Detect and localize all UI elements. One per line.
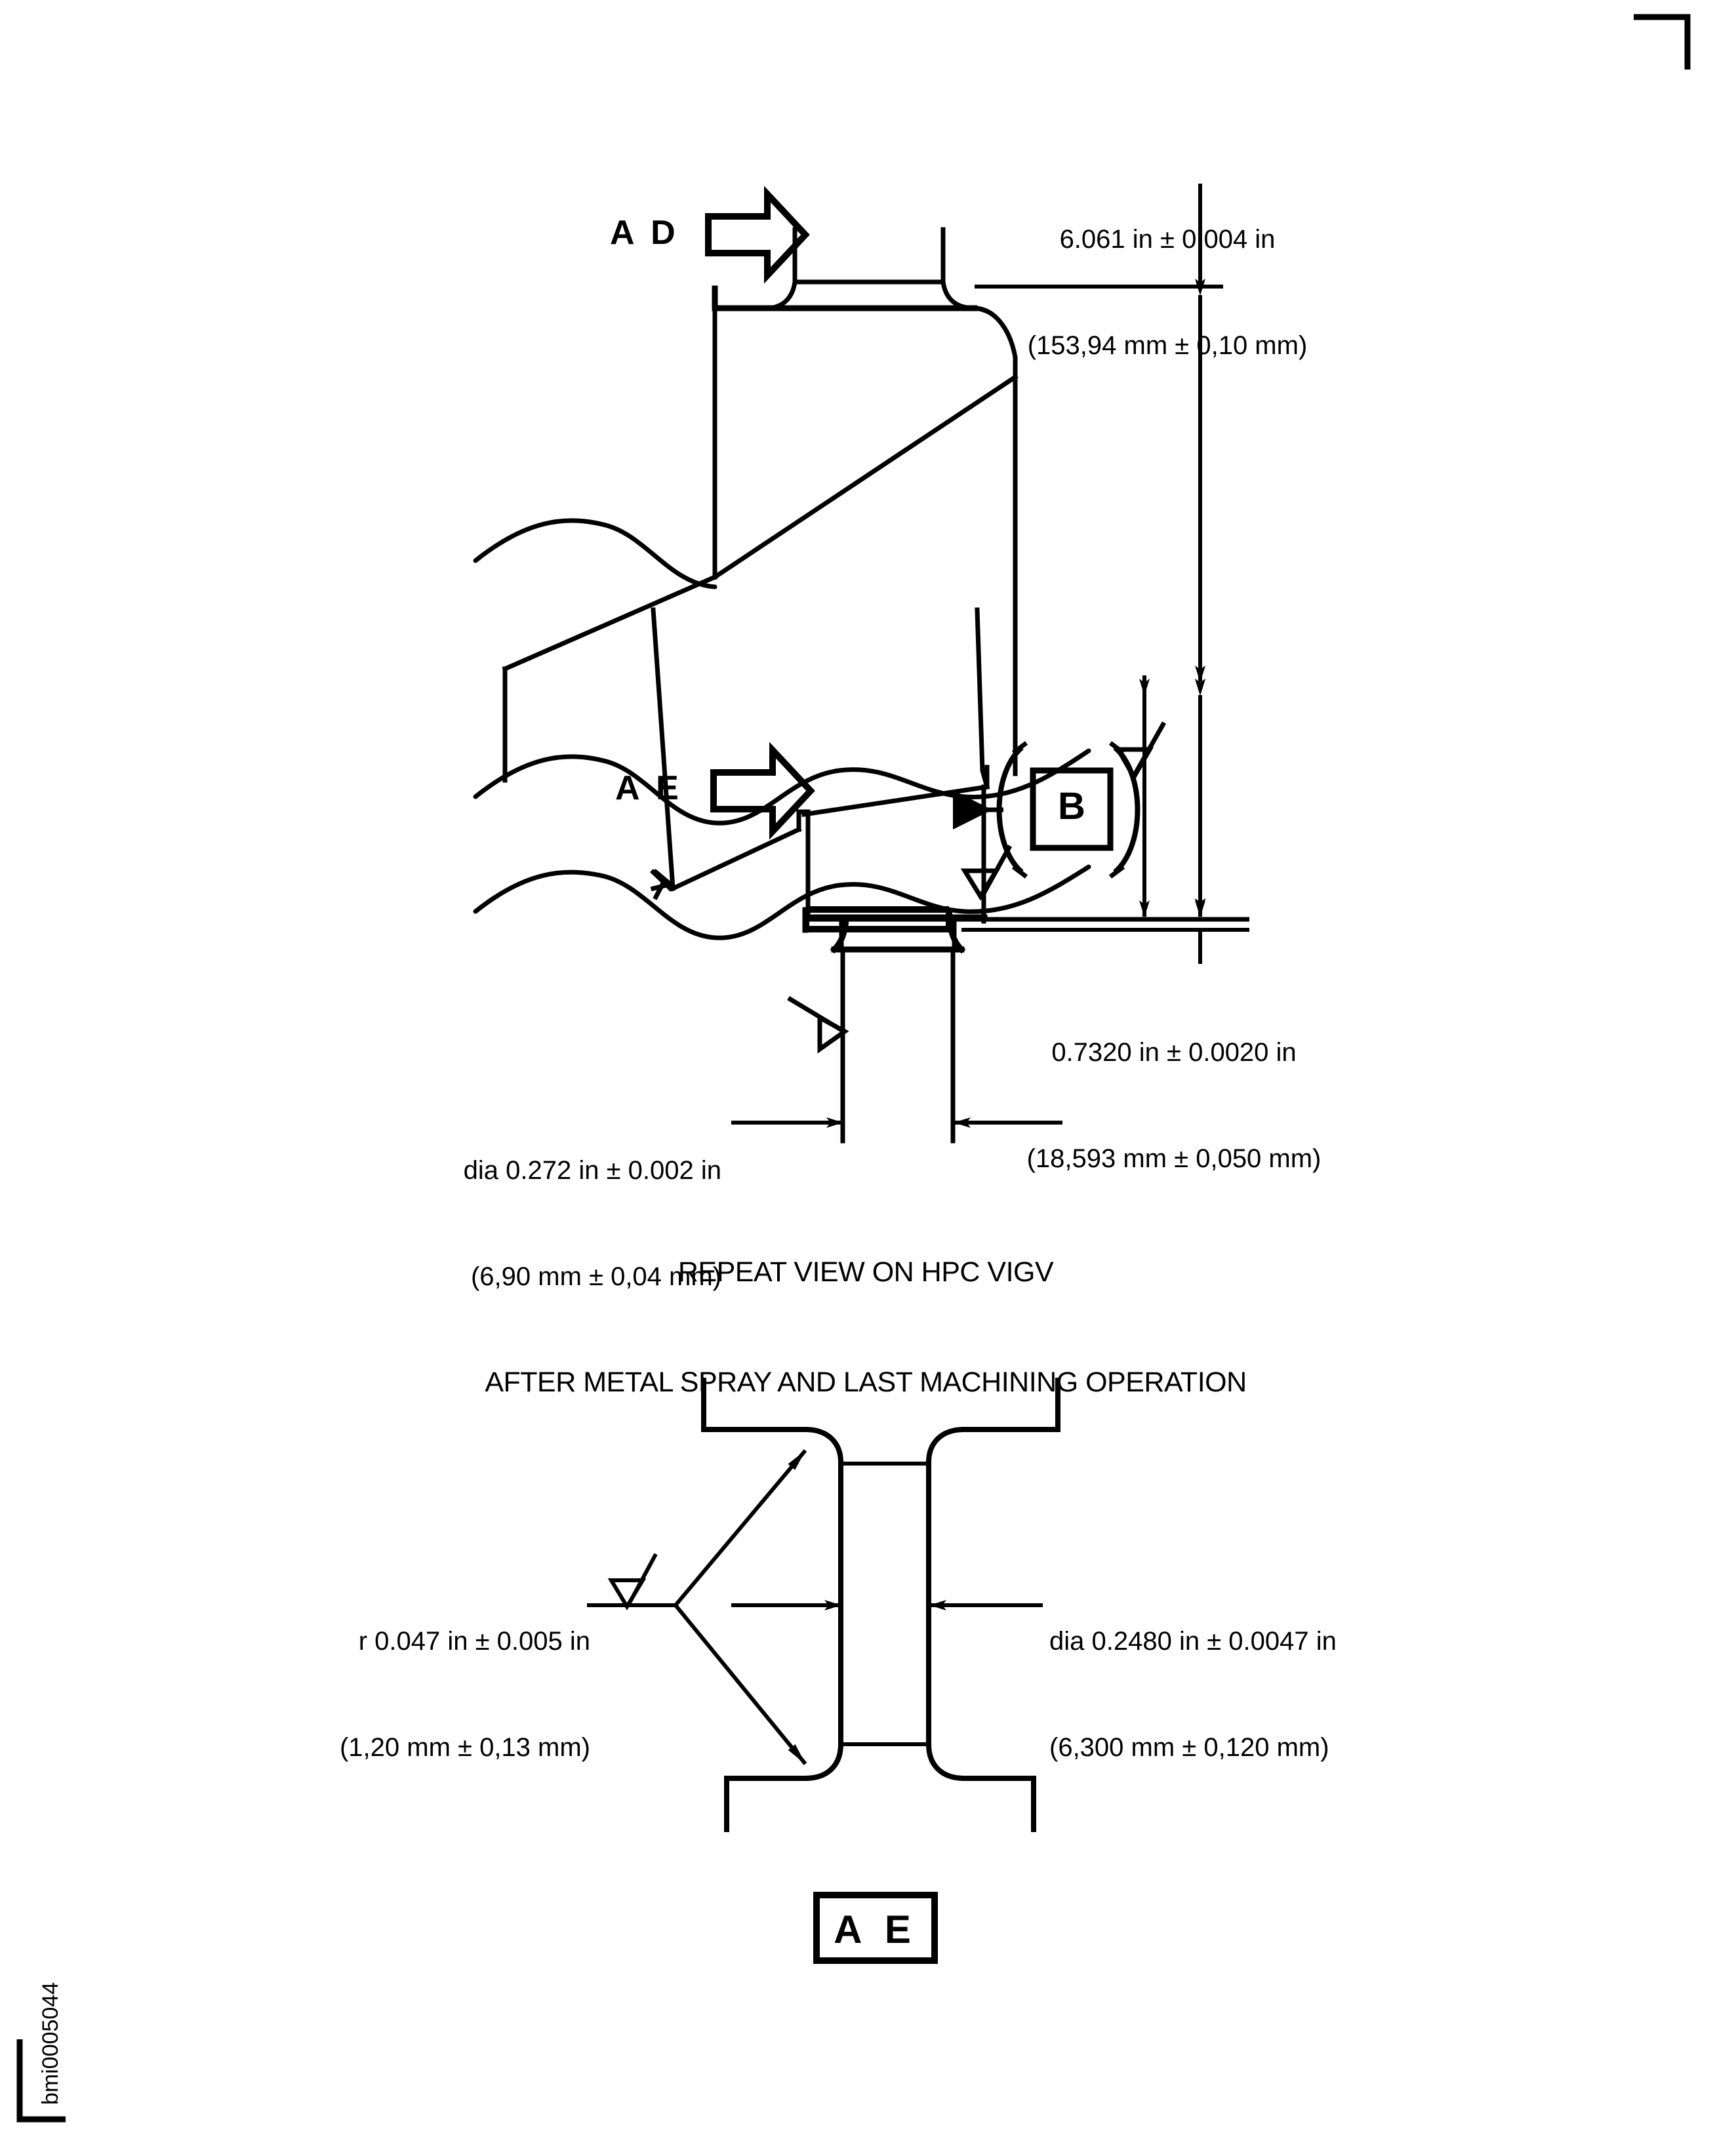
surface-finish-symbol-lower-left <box>960 845 1013 901</box>
radius-leader-lines <box>626 1449 807 1765</box>
dim-journal-diameter-metric: (6,300 mm ± 0,120 mm) <box>1049 1733 1329 1762</box>
view-arrow-ae <box>710 742 815 840</box>
dim-journal-diameter-inch: dia 0.2480 in ± 0.0047 in <box>1049 1627 1337 1656</box>
dim-fillet-radius-metric: (1,20 mm ± 0,13 mm) <box>339 1733 590 1762</box>
dim-stem-diameter-label: dia 0.272 in ± 0.002 in (6,90 mm ± 0,04 … <box>354 1082 721 1365</box>
dim-overall-extension <box>1198 184 1202 197</box>
upper-view-caption-line2: AFTER METAL SPRAY AND LAST MACHINING OPE… <box>485 1367 1247 1398</box>
surface-finish-symbol-upper-right <box>1114 721 1167 782</box>
surface-finish-symbol-detail <box>587 1553 658 1610</box>
arrow-label-ae: A E <box>615 769 683 807</box>
lower-airfoil <box>651 607 990 924</box>
datum-b-label: B <box>1058 785 1085 828</box>
arrow-label-ad: A D <box>610 214 679 252</box>
surface-finish-symbol-stem <box>787 996 849 1054</box>
detail-view-label: A E <box>834 1907 918 1951</box>
view-label-box <box>813 1892 938 1964</box>
dim-overall-length-metric: (153,94 mm ± 0,10 mm) <box>1027 331 1308 360</box>
vane-upper-outline <box>502 227 1019 783</box>
upper-view-caption: REPEAT VIEW ON HPC VIGV AFTER METAL SPRA… <box>249 1180 1482 1474</box>
dim-journal-diameter-label: dia 0.2480 in ± 0.0047 in (6,300 mm ± 0,… <box>1049 1553 1456 1836</box>
break-line-lower-2 <box>473 864 1091 940</box>
stem-collar-ring <box>803 906 952 932</box>
dim-overall-length-label: 6.061 in ± 0.004 in (153,94 mm ± 0,10 mm… <box>964 151 1371 434</box>
dim-stem-length <box>961 679 1249 964</box>
dim-stem-length-metric: (18,593 mm ± 0,050 mm) <box>1026 1144 1322 1173</box>
vane-lower-shape <box>650 869 674 892</box>
dim-stem-diameter-metric: (6,90 mm ± 0,04 mm) <box>470 1262 721 1291</box>
view-arrow-ad <box>705 186 810 284</box>
dim-fillet-radius-inch: r 0.047 in ± 0.005 in <box>358 1627 590 1656</box>
dim-fillet-radius-label: r 0.047 in ± 0.005 in (1,20 mm ± 0,13 mm… <box>223 1553 590 1836</box>
figure-id: bmi0005044 <box>38 1982 63 2105</box>
upper-view-caption-line1: REPEAT VIEW ON HPC VIGV <box>677 1256 1054 1288</box>
vane-stem <box>830 916 966 1144</box>
break-line-upper <box>473 748 1091 826</box>
corner-mark-top-right <box>1634 14 1691 70</box>
dim-stem-length-inch: 0.7320 in ± 0.0020 in <box>1051 1038 1297 1067</box>
break-line-lower <box>473 518 717 589</box>
corner-mark-bottom-left <box>16 2039 66 2123</box>
dim-overall-length-inch: 6.061 in ± 0.004 in <box>1059 225 1276 254</box>
dim-stem-length-label: 0.7320 in ± 0.0020 in (18,593 mm ± 0,050… <box>971 964 1377 1247</box>
dim-stem-diameter-inch: dia 0.272 in ± 0.002 in <box>463 1156 721 1185</box>
